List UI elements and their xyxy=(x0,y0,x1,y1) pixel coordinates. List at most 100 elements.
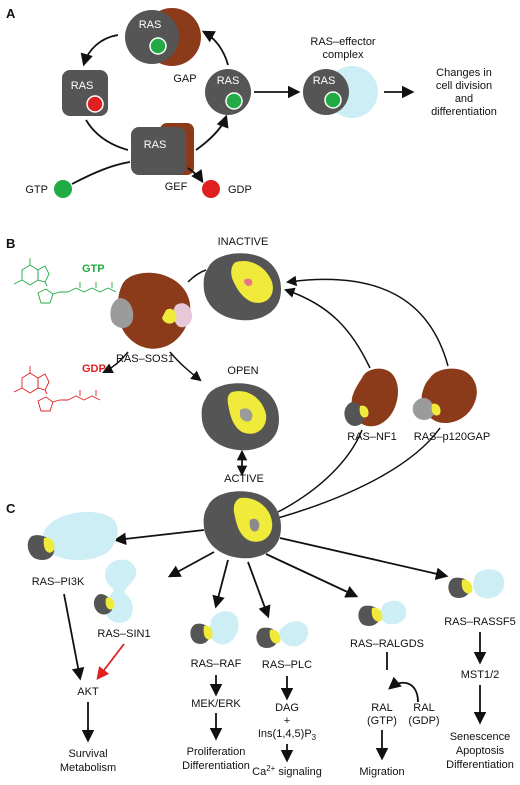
ras-plc-structure xyxy=(256,621,309,648)
ras-nf1-label: RAS–NF1 xyxy=(347,431,397,443)
gtp-dot xyxy=(324,91,342,109)
complex-label-line2: complex xyxy=(323,49,364,61)
ras-label: RAS xyxy=(139,19,162,31)
ip3-label: Ins(1,4,5)P3 xyxy=(258,728,317,742)
ras-pi3k-label: RAS–PI3K xyxy=(32,576,85,588)
arrow-sos1-inactive xyxy=(187,269,207,283)
ras-label: RAS xyxy=(313,75,336,87)
ras-plc-label: RAS–PLC xyxy=(262,659,312,671)
arrow-rasgtp-to-gap xyxy=(201,30,229,66)
line-active-p120gap xyxy=(277,427,441,519)
ras-gef-complex: RAS GEF xyxy=(131,123,194,193)
mek-erk-label: MEK/ERK xyxy=(191,698,241,710)
calcium-signaling-label: Ca2+ signaling xyxy=(252,764,322,778)
gap-label: GAP xyxy=(173,73,196,85)
arrow-sos1-gdp xyxy=(102,351,129,373)
inactive-label: INACTIVE xyxy=(218,236,269,248)
ras-raf-label: RAS–RAF xyxy=(191,658,242,670)
arrow-sin1-akt xyxy=(96,643,125,681)
arrow-gtp-in xyxy=(71,161,131,185)
ras-sin1-structure xyxy=(93,559,137,623)
differentiation-label: Differentiation xyxy=(182,760,250,772)
arrow-active-rassf5 xyxy=(279,537,449,580)
outcome-line2: cell division xyxy=(436,80,492,92)
ral-gtp-label-1: RAL xyxy=(371,702,392,714)
ras-pi3k-structure xyxy=(27,511,118,561)
ras-sos1-structure xyxy=(110,272,192,349)
apoptosis-label: Apoptosis xyxy=(456,745,505,757)
complex-label-line1: RAS–effector xyxy=(310,36,376,48)
arrow-rasgdp-to-gef xyxy=(85,119,129,151)
arrow-gap-to-rasgdp xyxy=(80,34,119,67)
gtp-structure: GTP xyxy=(13,258,117,304)
ras-p120gap-structure xyxy=(412,368,477,424)
ras-ralgds-structure xyxy=(358,600,407,626)
plus-label: + xyxy=(284,715,290,727)
arrow-active-raf xyxy=(212,559,229,609)
arrow-active-ralgds xyxy=(265,553,359,598)
ras-ralgds-label: RAS–RALGDS xyxy=(350,638,424,650)
arrow-nf1-inactive xyxy=(284,287,371,369)
dag-label: DAG xyxy=(275,702,299,714)
open-ras-structure xyxy=(201,383,280,451)
mst-label: MST1/2 xyxy=(461,669,500,681)
panel-label-a: A xyxy=(6,6,16,21)
arrow-p120gap-inactive xyxy=(285,275,449,367)
arrow-sos1-open xyxy=(169,351,202,382)
outcome-line3: and xyxy=(455,93,473,105)
proliferation-label: Proliferation xyxy=(187,746,246,758)
differentiation2-label: Differentiation xyxy=(446,759,514,771)
ras-gtp-node: RAS xyxy=(205,69,251,115)
open-label: OPEN xyxy=(227,365,258,377)
ras-rassf5-label: RAS–RASSF5 xyxy=(444,616,516,628)
ras-raf-structure xyxy=(190,611,239,645)
active-ras-structure xyxy=(203,491,282,559)
ras-label: RAS xyxy=(71,80,94,92)
arrow-active-plc xyxy=(247,561,271,619)
ras-gap-complex: RAS GAP xyxy=(125,8,201,85)
gtp-dot xyxy=(225,92,243,110)
ras-effector-complex: RAS RAS–effector complex xyxy=(303,36,378,118)
panel-label-c: C xyxy=(6,501,16,516)
outcome-line1: Changes in xyxy=(436,67,492,79)
arrow-gdp-out xyxy=(187,167,204,184)
ral-gdp-label-2: (GDP) xyxy=(408,715,439,727)
arrow-pi3k-akt xyxy=(63,593,85,681)
ras-label: RAS xyxy=(217,75,240,87)
ras-label: RAS xyxy=(144,139,167,151)
active-label: ACTIVE xyxy=(224,473,264,485)
inactive-ras-structure xyxy=(203,253,282,321)
survival-label: Survival xyxy=(68,748,107,760)
gtp-structure-title: GTP xyxy=(82,263,105,275)
ras-rassf5-structure xyxy=(448,569,505,599)
gtp-label: GTP xyxy=(25,184,48,196)
akt-label: AKT xyxy=(77,686,99,698)
panel-label-b: B xyxy=(6,236,15,251)
arrow-gef-to-rasgtp xyxy=(195,114,229,151)
senescence-label: Senescence xyxy=(450,731,511,743)
ras-gdp-node: RAS xyxy=(62,70,108,116)
outcome-line4: differentiation xyxy=(431,106,497,118)
line-active-nf1 xyxy=(277,429,363,513)
arrow-ralgdp-ralgtp xyxy=(388,676,419,703)
arrow-active-sin1 xyxy=(167,551,215,578)
gdp-label: GDP xyxy=(228,184,252,196)
metabolism-label: Metabolism xyxy=(60,762,116,774)
arrow-active-pi3k xyxy=(113,529,205,546)
gef-label: GEF xyxy=(165,181,188,193)
gdp-structure-title: GDP xyxy=(82,363,106,375)
gtp-dot xyxy=(149,37,167,55)
ras-nf1-structure xyxy=(344,368,398,427)
ras-p120gap-label: RAS–p120GAP xyxy=(414,431,490,443)
gdp-dot xyxy=(86,95,104,113)
gdp-dot xyxy=(202,180,220,198)
ras-sos1-label: RAS–SOS1 xyxy=(116,353,174,365)
ral-gdp-label-1: RAL xyxy=(413,702,434,714)
migration-label: Migration xyxy=(359,766,404,778)
gdp-structure: GDP xyxy=(13,363,106,412)
ras-sin1-label: RAS–SIN1 xyxy=(97,628,150,640)
ral-gtp-label-2: (GTP) xyxy=(367,715,397,727)
gtp-dot xyxy=(54,180,72,198)
